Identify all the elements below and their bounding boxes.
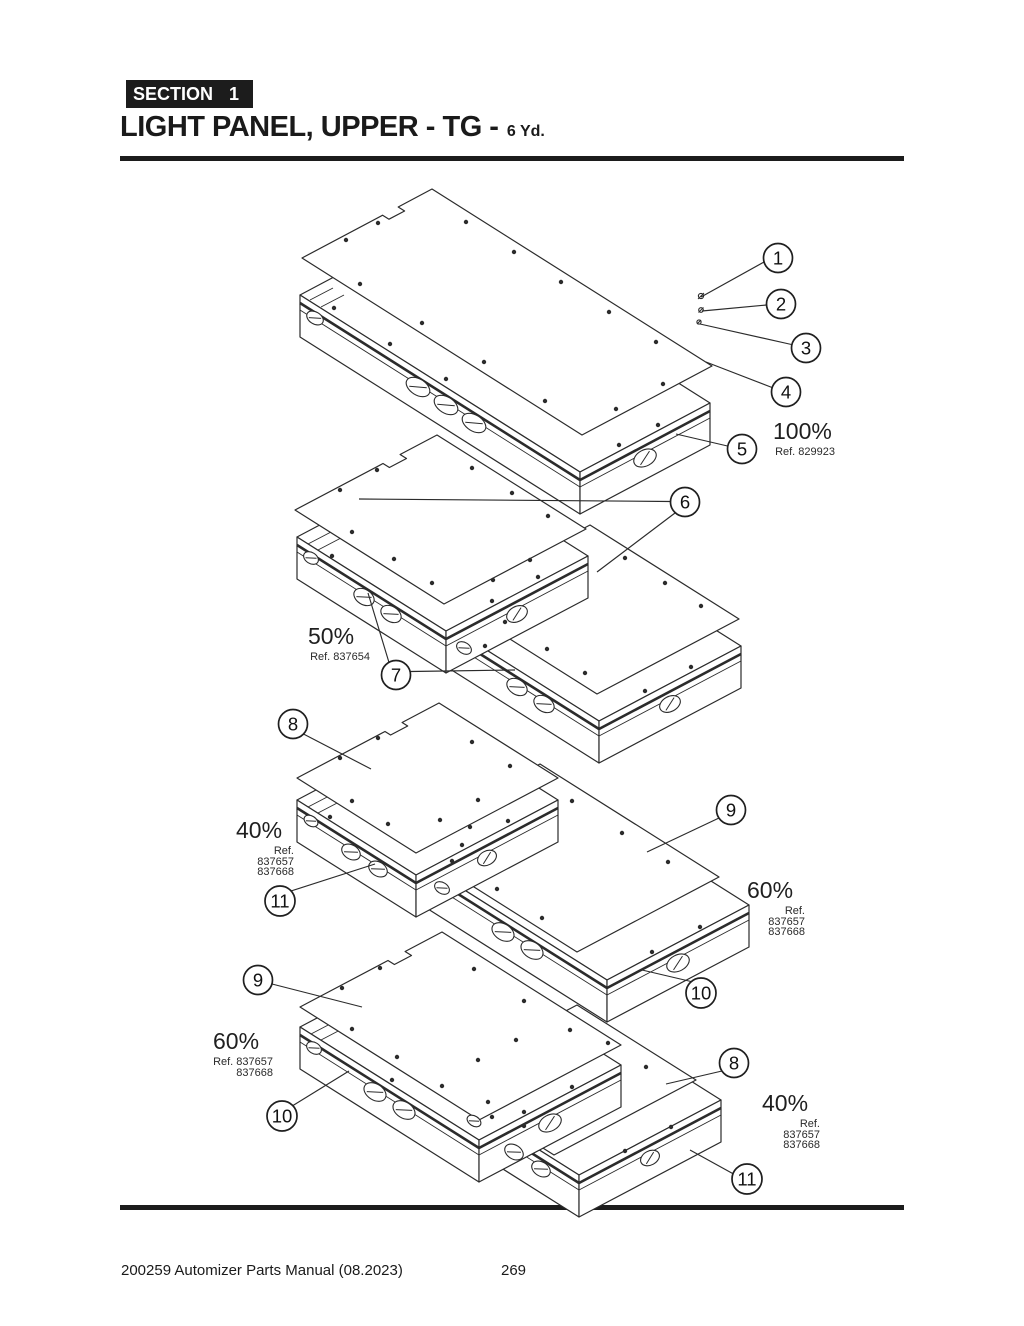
assembly-100 — [299, 188, 713, 515]
panel-lid — [301, 188, 713, 436]
panel-lid — [299, 931, 622, 1121]
callout-4: 4 — [770, 376, 802, 408]
diagram-details — [303, 219, 704, 1178]
fastener-icons — [696, 292, 705, 325]
callout-number: 11 — [270, 891, 289, 912]
ref-numbers: Ref. 837657 837668 — [236, 846, 294, 878]
scale-label-50: 50% Ref. 837654 — [308, 624, 370, 663]
callout-10-upper: 10 — [685, 977, 717, 1009]
percent-value: 100% — [773, 418, 832, 444]
page-title-suffix: 6 Yd. — [506, 123, 545, 140]
callout-8-lower: 8 — [718, 1047, 750, 1079]
callout-number: 6 — [680, 492, 690, 513]
callout-number: 9 — [726, 800, 736, 821]
scale-label-40-lower: 40% Ref. 837657 837668 — [762, 1091, 820, 1151]
ref-line: Ref. 837657 — [257, 845, 294, 868]
percent-value: 60% — [213, 1028, 260, 1054]
assembly-60-lower — [299, 931, 622, 1183]
footer-manual-info: 200259 Automizer Parts Manual (08.2023) — [121, 1262, 403, 1279]
callout-number: 7 — [391, 665, 401, 686]
callout-number: 3 — [801, 338, 811, 359]
callout-number: 1 — [773, 248, 783, 269]
ref-numbers: Ref. 837657 837668 — [213, 1057, 273, 1078]
percent-value: 60% — [747, 877, 794, 903]
ref-line: 837668 — [768, 926, 805, 938]
callout-number: 11 — [737, 1169, 756, 1190]
leader-lines — [271, 261, 792, 1175]
callout-number: 9 — [253, 970, 263, 991]
page-title-main: LIGHT PANEL, UPPER - TG - — [120, 111, 499, 143]
callout-9-lower: 9 — [242, 964, 274, 996]
section-tag: SECTION 1 — [126, 80, 254, 108]
callout-6: 6 — [669, 486, 701, 518]
ref-line: Ref. 829923 — [775, 446, 835, 458]
callout-1: 1 — [762, 242, 794, 274]
callout-number: 2 — [776, 294, 786, 315]
percent-value: 50% — [308, 623, 355, 649]
scale-label-60-lower: 60% Ref. 837657 837668 — [213, 1029, 273, 1078]
panel-lid — [296, 702, 559, 854]
callout-2: 2 — [765, 288, 797, 320]
callout-number: 4 — [781, 382, 791, 403]
callout-11-upper: 11 — [264, 885, 296, 917]
ref-line: Ref. 837654 — [310, 651, 370, 663]
ref-line: 837668 — [236, 1066, 273, 1079]
callout-5: 5 — [726, 433, 758, 465]
ref-line: 837668 — [783, 1139, 820, 1151]
callout-number: 5 — [737, 439, 747, 460]
ref-line: Ref. 837657 — [783, 1118, 820, 1141]
callout-number: 8 — [288, 714, 298, 735]
scale-label-100: 100% Ref. 829923 — [773, 419, 835, 458]
callout-7: 7 — [380, 659, 412, 691]
scale-label-40-upper: 40% Ref. 837657 837668 — [236, 818, 294, 878]
callout-number: 10 — [691, 983, 712, 1004]
ref-numbers: Ref. 829923 — [773, 447, 835, 458]
callout-3: 3 — [790, 332, 822, 364]
footer-page-number: 269 — [501, 1262, 527, 1279]
percent-value: 40% — [762, 1090, 809, 1116]
scale-label-60-upper: 60% Ref. 837657 837668 — [747, 878, 805, 938]
ref-line: Ref. 837657 — [768, 905, 805, 928]
page-title: LIGHT PANEL, UPPER - TG - 6 Yd. — [120, 111, 545, 144]
callout-10-lower: 10 — [266, 1100, 298, 1132]
ref-numbers: Ref. 837657 837668 — [762, 1119, 820, 1151]
ref-line: 837668 — [257, 866, 294, 878]
ref-numbers: Ref. 837654 — [308, 652, 370, 663]
callout-9-upper: 9 — [715, 794, 747, 826]
callout-8-upper: 8 — [277, 708, 309, 740]
section-label: SECTION — [133, 84, 214, 104]
percent-value: 40% — [236, 817, 283, 843]
callout-number: 8 — [729, 1053, 739, 1074]
top-rule — [120, 156, 904, 161]
callout-11-lower: 11 — [731, 1163, 763, 1195]
bottom-rule — [120, 1205, 904, 1210]
callout-number: 10 — [272, 1106, 293, 1127]
ref-line: Ref. 837657 — [213, 1056, 273, 1068]
section-number: 1 — [229, 84, 240, 104]
ref-numbers: Ref. 837657 837668 — [747, 906, 805, 938]
